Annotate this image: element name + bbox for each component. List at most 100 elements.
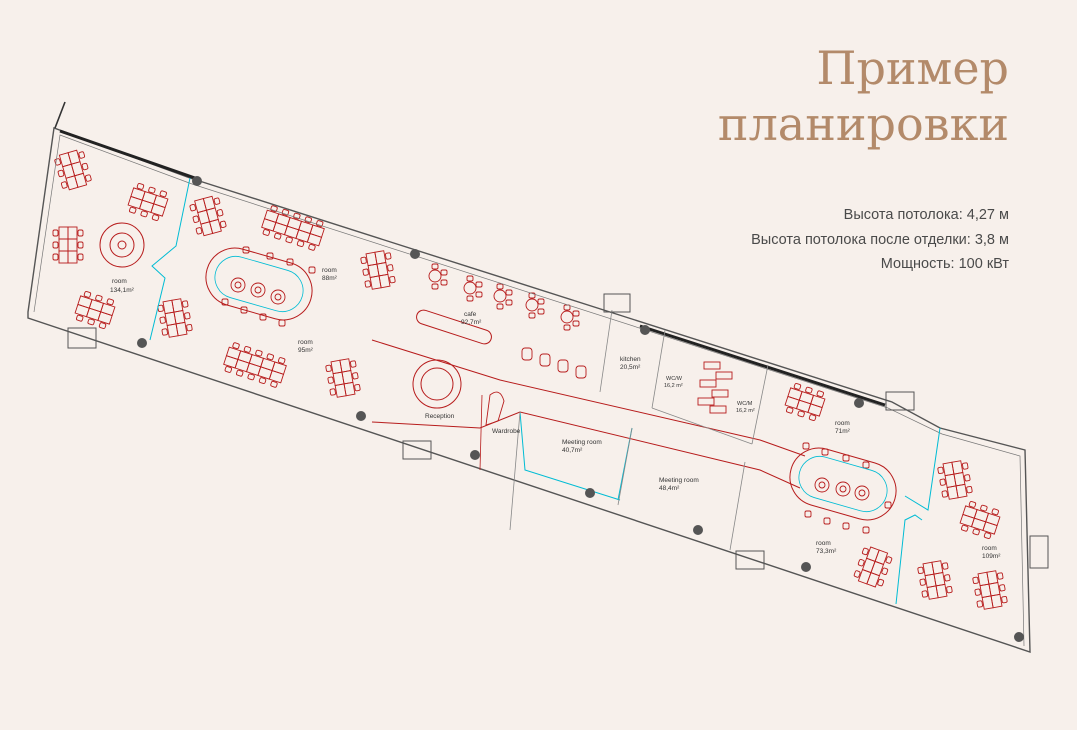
cafe-chair — [431, 283, 439, 290]
lounge-seat — [230, 277, 246, 293]
reception-desk-inner — [420, 367, 454, 401]
room-1-area: 134,1m² — [110, 287, 135, 294]
partition-4 — [904, 427, 941, 511]
bench-seat — [821, 448, 829, 456]
bench-seat — [842, 454, 850, 462]
partition-5 — [895, 514, 923, 605]
bench-seat — [862, 461, 870, 469]
wc-cubicle — [715, 371, 733, 380]
cafe-chair — [563, 324, 571, 331]
wcw-area: 16,2 m² — [664, 383, 683, 389]
wc-cubicle — [697, 397, 715, 406]
corner-wall — [54, 101, 66, 129]
spec-power: Мощность: 100 кВт — [880, 256, 1009, 272]
kitchen-area: 20,5m² — [620, 364, 641, 371]
lounge-seat — [835, 481, 851, 497]
cafe-chair — [440, 279, 448, 286]
cafe-chair — [475, 281, 483, 288]
wcm-area: 16,2 m² — [736, 408, 755, 414]
inner-wall-line — [33, 134, 1025, 647]
wall-kitchen — [599, 309, 613, 393]
room-2-area: 88m² — [322, 275, 338, 282]
cafe-area: 92,7m² — [461, 319, 482, 326]
desk-cluster — [52, 226, 84, 264]
spec-ceiling-height: Высота потолока: 4,27 м — [843, 207, 1009, 223]
wc-cubicle — [703, 361, 721, 370]
wall-meeting-left — [509, 411, 521, 531]
partition-1 — [149, 177, 191, 341]
desk-cluster — [74, 291, 116, 329]
wall-meeting-mid — [617, 427, 633, 506]
wc-cubicle — [709, 405, 727, 414]
reception-desk — [412, 359, 462, 409]
lounge-seat-center — [818, 481, 826, 489]
vent-boxes — [67, 293, 1049, 570]
room-5-name: room — [816, 540, 831, 547]
desk-cluster — [54, 149, 92, 191]
meeting-1-area: 40,7m² — [562, 447, 583, 454]
reception-label: Reception — [425, 413, 455, 420]
lounge-seat — [854, 485, 870, 501]
oval-left-inner — [214, 255, 304, 313]
cafe-chair — [466, 295, 474, 302]
oval-right — [789, 447, 897, 521]
oval-left — [205, 247, 313, 321]
bench-seat — [884, 501, 892, 509]
room-2-name: room — [322, 267, 337, 274]
bar-stool — [539, 353, 551, 367]
desk-cluster — [127, 183, 169, 221]
lounge-seat-center — [234, 281, 242, 289]
bench-seat — [842, 522, 850, 530]
cafe-table — [560, 310, 574, 324]
room-6-area: 109m² — [982, 553, 1001, 560]
room-3-name: room — [298, 339, 313, 346]
title-line-2: планировки — [717, 97, 1009, 151]
wc-cubicle — [699, 379, 717, 388]
lounge-seat — [270, 289, 286, 305]
lounge-seat-center — [858, 489, 866, 497]
desk-cluster — [917, 560, 953, 600]
page-title: Пример планировки — [718, 40, 1009, 152]
room-5-area: 73,3m² — [816, 548, 837, 555]
bar-stool — [575, 365, 587, 379]
lounge-seat — [250, 282, 266, 298]
cafe-table — [463, 281, 477, 295]
wall-wc-bottom — [651, 407, 753, 445]
room-4-name: room — [835, 420, 850, 427]
cafe-chair — [537, 308, 545, 315]
desk-cluster — [360, 250, 396, 290]
cafe-table — [493, 289, 507, 303]
room-3-area: 95m² — [298, 347, 314, 354]
wc-cubicle — [711, 389, 729, 398]
meeting-2-name: Meeting room — [659, 477, 699, 484]
room-6-name: room — [982, 545, 997, 552]
bench-seat — [278, 319, 286, 327]
bar-stool — [557, 359, 569, 373]
meeting-1-name: Meeting room — [562, 439, 602, 446]
cafe-chair — [537, 298, 545, 305]
bench-seat — [259, 313, 267, 321]
lounge-seat — [814, 477, 830, 493]
meeting-2-area: 48,4m² — [659, 485, 680, 492]
desk-cluster — [959, 501, 1001, 539]
wall-wc-left — [651, 329, 666, 409]
desk-cluster — [784, 383, 826, 421]
heavy-wall-top-right — [639, 324, 886, 407]
title-line-1: Пример — [816, 41, 1009, 95]
wardrobe-outline — [485, 391, 505, 426]
cafe-chair — [572, 320, 580, 327]
spec-ceiling-after-finish: Высота потолока после отделки: 3,8 м — [751, 231, 1009, 248]
round-table-center — [117, 240, 127, 250]
oval-right-inner — [798, 455, 888, 513]
lounge-seat-center — [839, 485, 847, 493]
bench-seat — [802, 442, 810, 450]
cafe-chair — [431, 263, 439, 270]
lounge-seat-center — [274, 293, 282, 301]
bench-seat — [308, 266, 316, 274]
wcm-name: WC/M — [737, 401, 753, 407]
desk-cluster — [853, 546, 893, 588]
desk-cluster — [972, 570, 1008, 610]
cafe-chair — [496, 303, 504, 310]
wall-meeting-right — [729, 461, 746, 551]
desk-cluster — [937, 460, 973, 500]
